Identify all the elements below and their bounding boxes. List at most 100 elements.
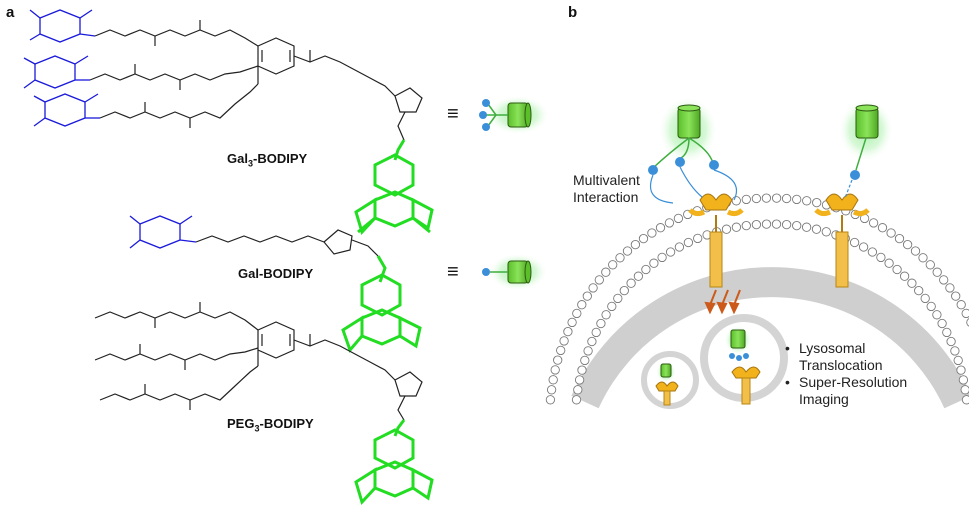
- lipid-head: [571, 395, 582, 405]
- lipid-head: [926, 301, 936, 312]
- lipid-head: [731, 196, 741, 206]
- lipid-head: [556, 345, 566, 356]
- lipid-head: [876, 252, 886, 263]
- lipid-head: [821, 227, 831, 237]
- lipid-head: [802, 196, 812, 206]
- lipid-head: [812, 197, 822, 208]
- lipid-head: [673, 213, 684, 224]
- lipid-head: [925, 260, 935, 270]
- lipid-head: [960, 385, 969, 395]
- lipid-head: [932, 267, 942, 277]
- lipid-head: [622, 246, 633, 256]
- lipid-head: [937, 318, 947, 329]
- lipid-head: [920, 293, 930, 304]
- lipid-head: [751, 219, 762, 230]
- lipid-head: [674, 242, 685, 252]
- lipid-head: [792, 220, 802, 231]
- lipid-head: [741, 194, 751, 205]
- lipid-head: [608, 260, 618, 270]
- lysosome-large: [700, 314, 788, 405]
- lipid-head: [657, 252, 667, 263]
- lipid-head: [594, 275, 604, 285]
- lipid-head: [868, 218, 879, 228]
- gal3-icon: [479, 95, 550, 135]
- lipid-head: [591, 327, 601, 338]
- lipid-head: [910, 246, 921, 256]
- panel-b-label: b: [568, 4, 578, 21]
- bodipy-core-2: [341, 255, 422, 353]
- lipid-head: [619, 285, 629, 296]
- membrane-lipids: [545, 193, 969, 405]
- equivalence-symbol-1: ≡: [447, 103, 459, 125]
- lipid-head: [548, 375, 558, 385]
- lipid-head: [615, 253, 625, 263]
- lipid-head: [567, 317, 577, 328]
- lipid-head: [867, 247, 878, 257]
- lipid-head: [550, 365, 560, 375]
- lipid-head: [607, 301, 617, 312]
- lipid-head: [577, 300, 587, 310]
- lipid-head: [664, 218, 675, 228]
- lipid-head: [914, 285, 924, 296]
- lipid-head: [966, 318, 969, 327]
- lipid-head: [741, 220, 751, 231]
- lipid-head: [771, 193, 782, 203]
- lipid-head: [781, 193, 792, 204]
- lipid-head: [907, 278, 917, 288]
- lipid-head: [751, 193, 762, 204]
- galactose-ring-2: [23, 55, 90, 89]
- lipid-head: [665, 247, 676, 257]
- receptor-right: [814, 193, 870, 288]
- lipid-head: [877, 223, 888, 233]
- internalization-arrows: [704, 289, 741, 315]
- lipid-head: [626, 278, 636, 288]
- lipid-head: [641, 264, 651, 275]
- lipid-head: [731, 222, 742, 232]
- lipid-head: [951, 291, 961, 301]
- lipid-head: [633, 271, 644, 281]
- lipid-head: [577, 365, 587, 375]
- lipid-head: [792, 194, 802, 205]
- lipid-head: [601, 310, 611, 320]
- gal-bodipy-label: Gal-BODIPY: [238, 266, 314, 281]
- gal3-bodipy-label: Gal3-BODIPY: [227, 151, 308, 169]
- galactose-ring-3: [33, 93, 100, 127]
- bodipy-core-1: [354, 139, 434, 235]
- lipid-head: [899, 271, 910, 281]
- lipid-head: [583, 346, 593, 356]
- lipid-head: [902, 239, 913, 250]
- lipid-head: [655, 223, 666, 233]
- lipid-head: [884, 258, 894, 268]
- receptor-left: [688, 193, 744, 288]
- lipid-head: [942, 327, 952, 338]
- lipid-head: [849, 237, 860, 248]
- lipid-head: [961, 308, 969, 319]
- lipid-head: [956, 300, 966, 310]
- lipid-head: [721, 224, 732, 234]
- bodipy-core-3: [354, 419, 434, 505]
- multivalent-interaction-caption: Multivalent Interaction: [573, 172, 640, 205]
- cell-membrane: [571, 267, 969, 409]
- lipid-head: [761, 193, 772, 203]
- galactose-ring-1: [29, 9, 96, 43]
- lipid-head: [886, 228, 896, 238]
- lipid-head: [771, 219, 782, 229]
- lipid-head: [638, 233, 649, 244]
- lipid-head: [588, 283, 598, 293]
- lipid-head: [601, 267, 611, 277]
- lipid-head: [950, 346, 960, 356]
- lipid-head: [647, 228, 657, 238]
- lipid-head: [961, 395, 969, 405]
- lipid-head: [945, 283, 955, 293]
- monovalent-probe: [838, 98, 894, 199]
- lipid-head: [587, 336, 597, 347]
- lipid-head: [958, 375, 969, 385]
- lipid-head: [649, 258, 659, 268]
- gal3-bodipy-structure: [23, 9, 434, 235]
- lipid-head: [545, 395, 556, 405]
- lipid-head: [894, 233, 905, 244]
- lipid-head: [580, 355, 590, 366]
